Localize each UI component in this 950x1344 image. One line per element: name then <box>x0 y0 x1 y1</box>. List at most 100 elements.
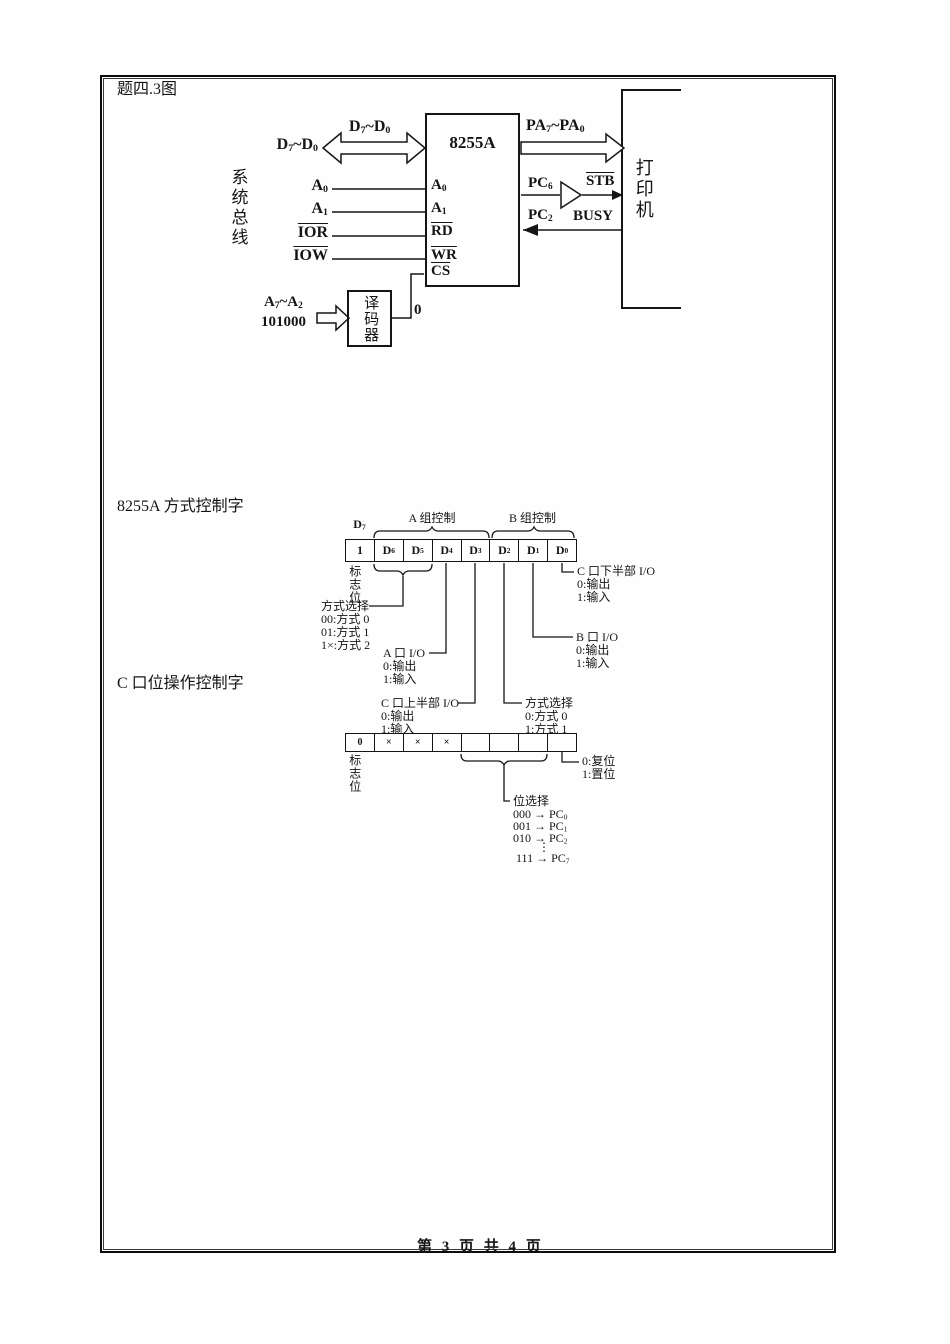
chip-8255a-box <box>425 113 520 287</box>
bit-word-bit-d3 <box>460 734 490 751</box>
port-c-upper-io-title: C 口上半部 I/O <box>381 696 460 710</box>
bit-word-register: 0 × × × <box>345 733 577 752</box>
d7-bit-label: D7 <box>353 517 366 532</box>
bit-select-m0: 000 → PC0 <box>513 807 568 822</box>
group-a-brace <box>373 525 490 539</box>
group-b-brace <box>491 525 575 539</box>
port-b-io-opt2: 1:输入 <box>576 656 610 670</box>
group-a-label: A 组控制 <box>408 511 456 525</box>
cs-select-line <box>392 273 424 319</box>
pa-bus-label: PA7~PA0 <box>526 117 585 135</box>
pa-bus-arrow <box>520 132 626 164</box>
port-c-lower-io-title: C 口下半部 I/O <box>577 564 656 578</box>
data-bus-arrow-label: D7~D0 <box>349 118 391 136</box>
bit-select-connector <box>503 765 510 802</box>
pin-cs: CS <box>431 263 451 279</box>
mode-select-b-connector <box>503 563 522 704</box>
mode-select-a-opt1: 00:方式 0 <box>321 612 370 626</box>
iow-label: IOW <box>293 247 328 264</box>
ior-label: IOR <box>297 224 328 241</box>
decoder-box: 译码器 <box>347 290 392 347</box>
set-reset-connector <box>561 752 579 763</box>
buffer-triangle <box>560 180 583 210</box>
port-b-connector <box>532 563 573 638</box>
figure-title: 题四.3图 <box>117 81 178 98</box>
port-a-connector <box>429 563 447 654</box>
port-a-io-opt2: 1:输入 <box>383 672 417 686</box>
stb-label: STB <box>586 173 615 189</box>
data-bus-double-arrow <box>321 131 427 165</box>
port-c-upper-connector <box>458 563 476 704</box>
mode-select-a-title: 方式选择 <box>321 599 370 613</box>
bit-select-m2: 010 → PC2 <box>513 831 568 846</box>
bit-word-bit-d0 <box>547 734 576 751</box>
mode-select-a-opt3: 1×:方式 2 <box>321 638 371 652</box>
stb-arrowhead <box>612 190 623 200</box>
bit-select-title: 位选择 <box>513 794 550 808</box>
pin-wr: WR <box>431 247 457 263</box>
port-c-lower-connector <box>561 563 574 573</box>
decoder-label: 译码器 <box>362 294 379 343</box>
page-footer: 第 3 页 共 4 页 <box>417 1239 544 1255</box>
bit-select-m7: 111 → PC7 <box>516 851 570 866</box>
printer-label: 打印机 <box>633 158 654 221</box>
bit-select-underbrace <box>460 753 548 767</box>
decoder-output-label: 0 <box>414 302 422 318</box>
printer-bracket <box>621 89 681 309</box>
mode-word-section-label: 8255A 方式控制字 <box>117 498 244 515</box>
page-border <box>100 75 836 1253</box>
pin-rd: RD <box>431 223 453 239</box>
chip-name: 8255A <box>449 133 496 152</box>
mode-select-a-connector <box>369 576 404 607</box>
d6d5-underbrace <box>373 563 433 577</box>
bit-word-bit-d4: × <box>431 734 461 751</box>
busy-arrowhead <box>523 224 538 236</box>
mode-word-bit-d7: 1 <box>356 543 363 557</box>
set-reset-opt1: 0:复位 <box>582 754 616 768</box>
port-c-lower-io-opt2: 1:输入 <box>577 590 611 604</box>
decoder-input-arrow <box>316 304 351 332</box>
bit-word-section-label: C 口位操作控制字 <box>117 675 244 692</box>
page-border-inner <box>103 78 833 1250</box>
pc2-label: PC2 <box>528 207 553 224</box>
data-bus-left-label: D7~D0 <box>276 136 318 154</box>
addr-a1-label: A1 <box>311 200 328 218</box>
bit-select-m1: 001 → PC1 <box>513 819 568 834</box>
port-c-upper-io-opt2: 1:输入 <box>381 722 415 736</box>
bit-word-bit-d5: × <box>402 734 432 751</box>
mode-select-b-title: 方式选择 <box>525 696 574 710</box>
decoder-addr-label: A7~A2 <box>264 294 303 311</box>
pc6-label: PC6 <box>528 175 553 192</box>
port-a-io-title: A 口 I/O <box>383 646 426 660</box>
mode-select-a-opt2: 01:方式 1 <box>321 625 370 639</box>
port-b-io-opt1: 0:输出 <box>576 643 610 657</box>
port-b-io-title: B 口 I/O <box>576 630 619 644</box>
port-c-upper-io-opt1: 0:输出 <box>381 709 415 723</box>
port-c-lower-io-opt1: 0:输出 <box>577 577 611 591</box>
group-b-label: B 组控制 <box>508 511 556 525</box>
bit-word-bit-d2 <box>489 734 518 751</box>
addr-a0-label: A0 <box>311 177 328 195</box>
bit-word-bit-d6: × <box>373 734 403 751</box>
mode-select-b-opt2: 1:方式 1 <box>525 722 568 736</box>
bit-word-flag-label: 标志位 <box>347 754 362 793</box>
bus-pin-lines <box>332 188 425 260</box>
bit-select-ellipsis: ⋮ <box>538 840 550 854</box>
pin-a0: A0 <box>431 177 447 194</box>
bit-word-bit-d1 <box>518 734 547 751</box>
system-bus-label: 系统总线 <box>228 168 248 248</box>
mode-select-b-opt1: 0:方式 0 <box>525 709 568 723</box>
port-a-io-opt1: 0:输出 <box>383 659 417 673</box>
decoder-code-label: 101000 <box>261 314 306 330</box>
bit-word-bit-d7: 0 <box>357 737 363 748</box>
